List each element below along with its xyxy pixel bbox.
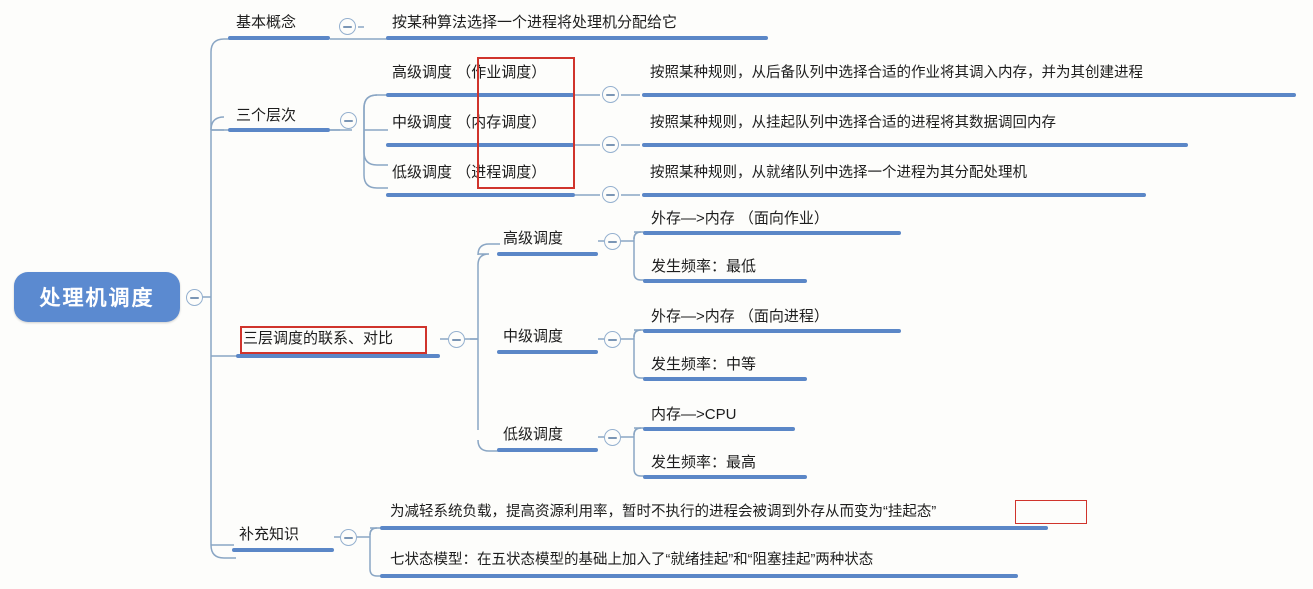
- underline-cmp-low-item-1: [643, 475, 807, 479]
- underline-low-scheduling: [386, 193, 575, 197]
- toggle-mid-scheduling-minus-circle-icon[interactable]: [602, 136, 619, 153]
- node-label-low-scheduling[interactable]: 低级调度 （进程调度）: [392, 165, 546, 180]
- underline-cmp-high-item-0: [643, 231, 901, 235]
- underline-levels: [228, 128, 330, 132]
- toggle-high-scheduling-minus-circle-icon[interactable]: [602, 86, 619, 103]
- underline-cmp-high: [497, 252, 598, 256]
- cmp-label-low-text: 低级调度: [503, 426, 564, 443]
- underline-cmp-low-item-0: [643, 427, 795, 431]
- underline-cmp-low: [497, 448, 598, 452]
- cmp-low-item-1-text: 发生频率：最高: [651, 454, 757, 471]
- branch-label-basic[interactable]: 基本概念: [236, 15, 296, 30]
- underline-cmp-mid-item-1: [643, 377, 807, 381]
- underline-compare: [236, 354, 440, 358]
- cmp-high-item-1-text: 发生频率：最低: [651, 258, 757, 275]
- cmp-mid-item-0-text: 外存—>内存 （面向进程）: [651, 308, 829, 325]
- cmp-mid-item-1-text: 发生频率：中等: [651, 356, 757, 373]
- cmp-label-mid-text: 中级调度: [503, 328, 564, 345]
- cmp-label-low[interactable]: 低级调度: [503, 427, 563, 442]
- underline-extra-item-0: [380, 526, 1048, 530]
- detail-mid-scheduling-text: 按照某种规则，从挂起队列中选择合适的进程将其数据调回内存: [650, 115, 1056, 131]
- cmp-high-item-0[interactable]: 外存—>内存 （面向作业）: [651, 211, 829, 226]
- leaf-label-basic-detail[interactable]: 按某种算法选择一个进程将处理机分配给它: [392, 15, 677, 30]
- cmp-high-item-0-text: 外存—>内存 （面向作业）: [651, 210, 829, 227]
- root-toggle-minus-circle-icon[interactable]: [186, 289, 203, 306]
- annotation-box-suspended-state: [1015, 500, 1087, 524]
- extra-item-0-text: 为减轻系统负载，提高资源利用率，暂时不执行的进程会被调到外存从而变为“挂起态”: [390, 504, 937, 520]
- toggle-cmp-low-minus-circle-icon[interactable]: [604, 429, 621, 446]
- underline-cmp-mid-item-0: [643, 329, 901, 333]
- leaf-label-basic-detail-text: 按某种算法选择一个进程将处理机分配给它: [392, 14, 678, 31]
- node-label-mid-scheduling-paren: （内存调度）: [456, 114, 547, 131]
- branch-label-basic-text: 基本概念: [236, 14, 297, 31]
- detail-mid-scheduling[interactable]: 按照某种规则，从挂起队列中选择合适的进程将其数据调回内存: [650, 116, 1056, 131]
- cmp-mid-item-0[interactable]: 外存—>内存 （面向进程）: [651, 309, 829, 324]
- branch-label-levels[interactable]: 三个层次: [236, 108, 296, 123]
- underline-extra-item-1: [380, 574, 1018, 578]
- underline-basic: [228, 36, 330, 40]
- node-label-high-scheduling[interactable]: 高级调度 （作业调度）: [392, 65, 546, 80]
- branch-label-extra-text: 补充知识: [239, 526, 300, 543]
- toggle-levels-minus-circle-icon[interactable]: [340, 112, 357, 129]
- detail-high-scheduling-text: 按照某种规则，从后备队列中选择合适的作业将其调入内存，并为其创建进程: [650, 65, 1143, 81]
- underline-high-scheduling: [386, 93, 575, 97]
- node-label-high-scheduling-paren: （作业调度）: [456, 64, 547, 81]
- cmp-low-item-0[interactable]: 内存—>CPU: [651, 407, 736, 422]
- underline-detail-high: [642, 93, 1296, 97]
- cmp-mid-item-1[interactable]: 发生频率：中等: [651, 357, 756, 372]
- branch-label-compare[interactable]: 三层调度的联系、对比: [243, 331, 393, 346]
- toggle-low-scheduling-minus-circle-icon[interactable]: [602, 186, 619, 203]
- extra-item-0[interactable]: 为减轻系统负载，提高资源利用率，暂时不执行的进程会被调到外存从而变为“挂起态”: [390, 505, 936, 520]
- extra-item-1-text: 七状态模型：在五状态模型的基础上加入了“就绪挂起”和“阻塞挂起”两种状态: [390, 552, 874, 568]
- toggle-extra-minus-circle-icon[interactable]: [340, 529, 357, 546]
- cmp-label-mid[interactable]: 中级调度: [503, 329, 563, 344]
- cmp-low-item-1[interactable]: 发生频率：最高: [651, 455, 756, 470]
- underline-cmp-mid: [497, 350, 598, 354]
- toggle-cmp-mid-minus-circle-icon[interactable]: [604, 331, 621, 348]
- underline-mid-scheduling: [386, 143, 575, 147]
- detail-low-scheduling-text: 按照某种规则，从就绪队列中选择一个进程为其分配处理机: [650, 165, 1027, 181]
- cmp-low-item-0-text: 内存—>CPU: [651, 406, 737, 423]
- root-node[interactable]: 处理机调度: [14, 272, 180, 322]
- toggle-basic-minus-circle-icon[interactable]: [339, 18, 356, 35]
- underline-cmp-high-item-1: [643, 279, 807, 283]
- cmp-label-high[interactable]: 高级调度: [503, 231, 563, 246]
- node-label-mid-scheduling-main: 中级调度: [392, 114, 453, 131]
- underline-basic-detail: [386, 36, 768, 40]
- extra-item-1[interactable]: 七状态模型：在五状态模型的基础上加入了“就绪挂起”和“阻塞挂起”两种状态: [390, 553, 873, 568]
- node-label-low-scheduling-main: 低级调度: [392, 164, 453, 181]
- branch-label-extra[interactable]: 补充知识: [239, 527, 299, 542]
- node-label-mid-scheduling[interactable]: 中级调度 （内存调度）: [392, 115, 546, 130]
- toggle-cmp-high-minus-circle-icon[interactable]: [604, 233, 621, 250]
- detail-high-scheduling[interactable]: 按照某种规则，从后备队列中选择合适的作业将其调入内存，并为其创建进程: [650, 66, 1143, 81]
- detail-low-scheduling[interactable]: 按照某种规则，从就绪队列中选择一个进程为其分配处理机: [650, 166, 1027, 181]
- underline-detail-low: [642, 193, 1146, 197]
- root-node-label: 处理机调度: [39, 287, 155, 310]
- node-label-low-scheduling-paren: （进程调度）: [456, 164, 547, 181]
- underline-detail-mid: [642, 143, 1188, 147]
- branch-label-levels-text: 三个层次: [236, 107, 297, 124]
- cmp-label-high-text: 高级调度: [503, 230, 564, 247]
- underline-extra: [232, 548, 334, 552]
- node-label-high-scheduling-main: 高级调度: [392, 64, 453, 81]
- cmp-high-item-1[interactable]: 发生频率：最低: [651, 259, 756, 274]
- toggle-compare-minus-circle-icon[interactable]: [448, 331, 465, 348]
- branch-label-compare-text: 三层调度的联系、对比: [243, 330, 394, 347]
